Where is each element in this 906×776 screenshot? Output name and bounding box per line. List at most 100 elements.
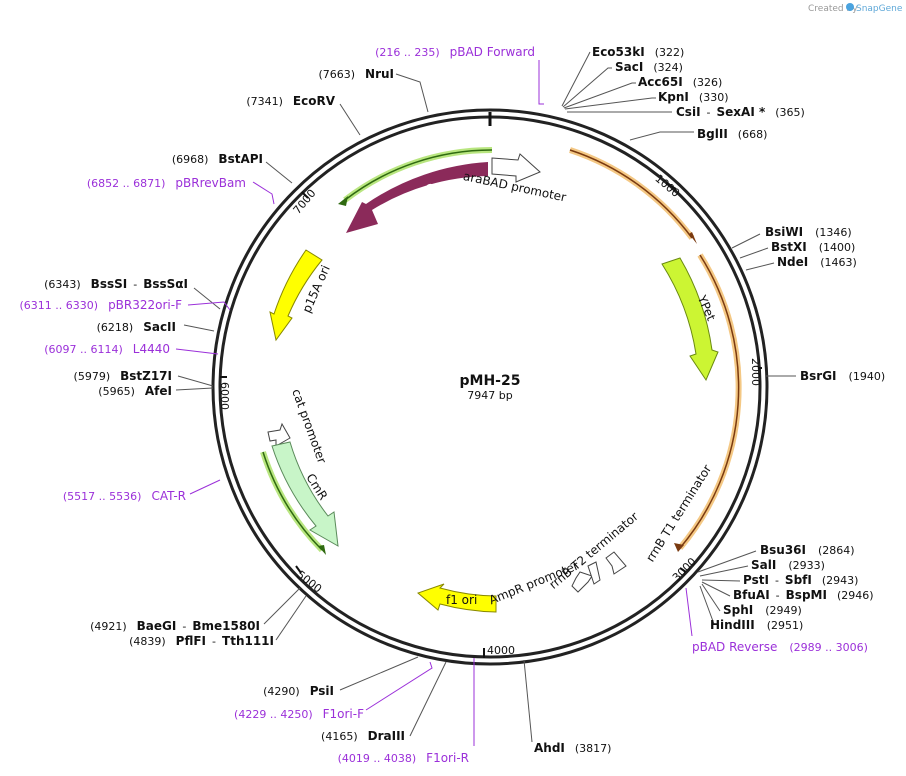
primer-leader-pbad-rev bbox=[685, 587, 693, 637]
orf-arc-2-head bbox=[674, 543, 684, 552]
leader-draiii bbox=[409, 661, 447, 737]
orf-arc-2-line bbox=[679, 254, 740, 549]
site-bstxi: BstXI(1400) bbox=[771, 240, 855, 254]
feature-rrnb-t2 bbox=[587, 561, 601, 585]
leader-sacii bbox=[183, 324, 215, 332]
leader-pflfi bbox=[275, 595, 307, 641]
primer-leader-l4440 bbox=[175, 348, 219, 355]
feature-f1-ori bbox=[417, 583, 497, 613]
leader-bsu36i bbox=[697, 550, 757, 573]
site-psti: PstI-SbfI(2943) bbox=[743, 573, 858, 587]
orf-arc-4-line bbox=[262, 451, 323, 551]
primer-f1ori-f: (4229 .. 4250)F1ori-F bbox=[234, 707, 364, 721]
leader-ndei bbox=[745, 262, 775, 271]
site-eco53ki: Eco53kI(322) bbox=[592, 45, 684, 59]
site-pflfi: (4839)PflFI-Tth111I bbox=[129, 634, 274, 648]
site-ndei: NdeI(1463) bbox=[777, 255, 857, 269]
leader-bglii bbox=[629, 131, 694, 141]
sites-left: (7663)NruI (7341)EcoRV (6968)BstAPI (634… bbox=[44, 67, 611, 755]
site-acc65i: Acc65I(326) bbox=[638, 75, 722, 89]
leader-afei bbox=[175, 387, 214, 391]
feature-cat-promoter-label: cat promoter bbox=[289, 387, 329, 465]
feature-cat-promoter bbox=[267, 422, 291, 447]
primer-leader-pbrrevbam bbox=[252, 181, 275, 205]
orf-arc-3-head bbox=[338, 196, 348, 206]
leader-sphi bbox=[701, 583, 721, 612]
primer-l4440: (6097 .. 6114)L4440 bbox=[44, 342, 170, 356]
leaders-right bbox=[523, 51, 796, 743]
leader-ecorv bbox=[339, 103, 361, 136]
leader-bstz17i bbox=[177, 375, 214, 387]
feature-arabad-promoter bbox=[491, 153, 541, 183]
site-bsu36i: Bsu36I(2864) bbox=[760, 543, 855, 557]
primer-leader-pbr322ori bbox=[187, 301, 231, 311]
plasmid-size: 7947 bp bbox=[467, 389, 512, 402]
snapgene-logo-icon bbox=[846, 3, 854, 11]
credit-text: Created by bbox=[808, 4, 858, 14]
leader-psti bbox=[701, 579, 741, 582]
site-bsiwi: BsiWI(1346) bbox=[765, 225, 852, 239]
orf-arc-1-line bbox=[569, 149, 693, 239]
primer-f1ori-r: (4019 .. 4038)F1ori-R bbox=[338, 751, 469, 765]
site-bstapi: (6968)BstAPI bbox=[172, 152, 263, 166]
leaders-left bbox=[175, 73, 447, 737]
sites-right: Eco53kI(322) SacI(324) Acc65I(326) KpnI(… bbox=[592, 45, 885, 632]
primer-leader-cat-r bbox=[189, 479, 221, 495]
site-sacii: (6218)SacII bbox=[97, 320, 176, 334]
primer-leader-f1ori-f bbox=[365, 661, 433, 711]
site-bstz17i: (5979)BstZ17I bbox=[74, 369, 172, 383]
tick-label-6000: 6000 bbox=[218, 382, 231, 410]
leader-bsssi bbox=[193, 287, 221, 310]
orf-arc-3-line bbox=[344, 149, 493, 201]
leader-bsiwi bbox=[731, 233, 761, 249]
site-bfuai: BfuAI-BspMI(2946) bbox=[733, 588, 874, 602]
site-ahdi: AhdI(3817) bbox=[534, 741, 611, 755]
site-saci: SacI(324) bbox=[615, 60, 683, 74]
tick-1000 bbox=[665, 182, 677, 190]
primer-cat-r: (5517 .. 5536)CAT-R bbox=[63, 489, 186, 503]
primer-pbr322ori-f: (6311 .. 6330)pBR322ori-F bbox=[20, 298, 183, 312]
leader-hindiii bbox=[699, 585, 715, 625]
feature-f1-ori-label: f1 ori bbox=[446, 593, 477, 607]
site-afei: (5965)AfeI bbox=[98, 384, 172, 398]
feature-p15a-ori bbox=[269, 249, 323, 342]
site-csii: CsiI-SexAI *(365) bbox=[676, 105, 805, 119]
leader-bfuai bbox=[701, 581, 731, 597]
tick-5000 bbox=[295, 565, 302, 574]
leader-acc65i bbox=[563, 82, 636, 109]
credit-brand: SnapGene bbox=[856, 4, 903, 14]
leader-bstapi bbox=[265, 161, 293, 184]
feature-ypet bbox=[661, 257, 719, 382]
plasmid-name: pMH-25 bbox=[460, 373, 521, 389]
site-sali: SalI(2933) bbox=[751, 558, 825, 572]
site-psii: (4290)PsiI bbox=[263, 684, 334, 698]
site-drui: (7663)NruI bbox=[318, 67, 394, 81]
primer-pbrrevbam: (6852 .. 6871)pBRrevBam bbox=[87, 176, 246, 190]
tick-label-4000: 4000 bbox=[487, 644, 515, 657]
feature-rrnb-t1 bbox=[605, 551, 627, 575]
primer-leaders bbox=[175, 60, 693, 746]
leader-baegi bbox=[263, 587, 301, 625]
orf-arc-1-head bbox=[689, 232, 697, 244]
site-kpni: KpnI(330) bbox=[658, 90, 729, 104]
primer-pbad-reverse: pBAD Reverse(2989 .. 3006) bbox=[692, 640, 868, 654]
feature-arac bbox=[346, 162, 488, 233]
leader-bstxi bbox=[739, 247, 769, 259]
site-baegi: (4921)BaeGI-Bme1580I bbox=[90, 619, 260, 633]
site-draiii: (4165)DraIII bbox=[321, 729, 405, 743]
primer-pbad-forward: (216 .. 235)pBAD Forward bbox=[375, 45, 535, 59]
leader-eco53ki bbox=[561, 51, 591, 107]
leader-drui bbox=[395, 73, 429, 113]
leader-saci bbox=[562, 67, 612, 108]
tick-label-5000: 5000 bbox=[294, 568, 324, 595]
leader-sali bbox=[699, 565, 749, 577]
tick-label-2000: 2000 bbox=[749, 358, 762, 386]
site-sphi: SphI(2949) bbox=[723, 603, 802, 617]
leader-ahdi bbox=[523, 659, 533, 743]
leader-psii bbox=[339, 656, 419, 691]
site-ecorv: (7341)EcoRV bbox=[246, 94, 335, 108]
orf-arc-4-head bbox=[318, 545, 326, 555]
site-bsrgi: BsrGI(1940) bbox=[800, 369, 885, 383]
tick-7000 bbox=[301, 191, 309, 199]
site-hindiii: HindIII(2951) bbox=[710, 618, 803, 632]
